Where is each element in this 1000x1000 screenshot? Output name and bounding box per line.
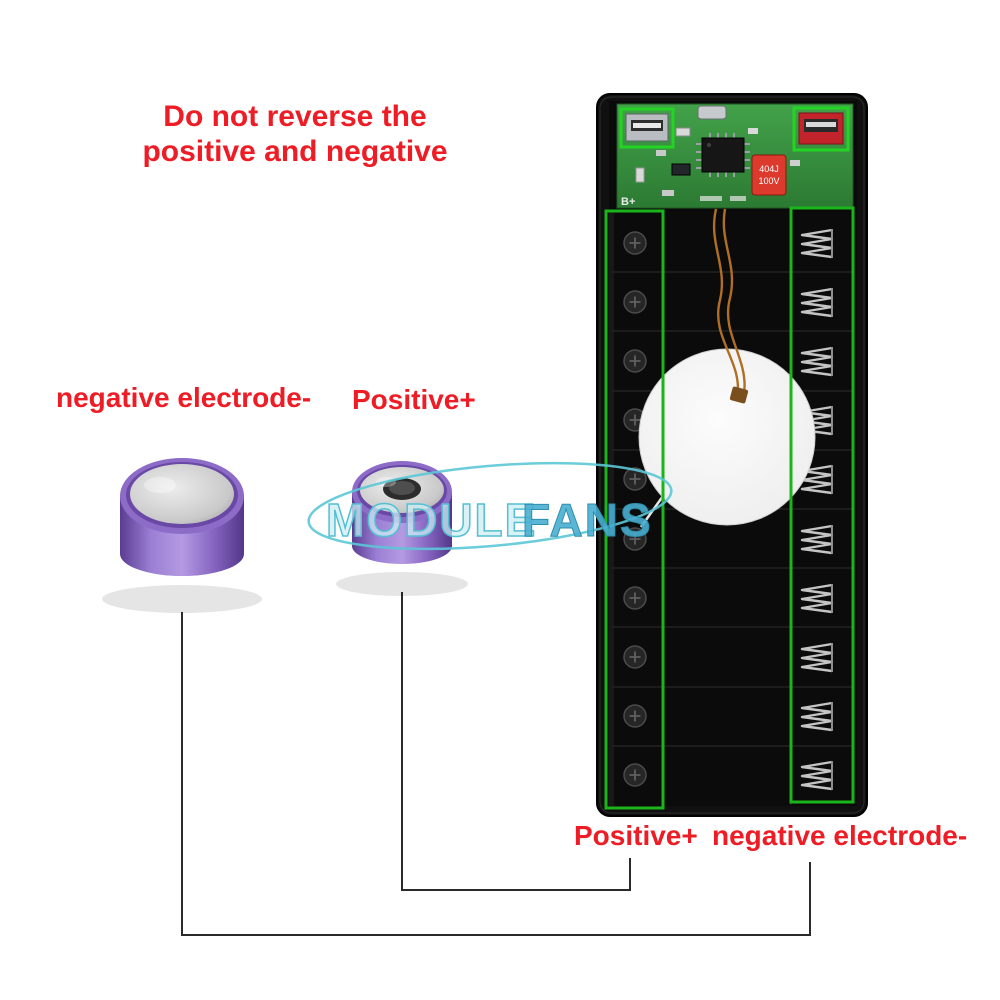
watermark-text-module: MODULE	[326, 494, 537, 546]
pcb-marking: B+	[621, 196, 635, 208]
highlight-negative-column	[789, 206, 855, 804]
capacitor-label-2: 100V	[758, 176, 779, 186]
capacitor: 404J 100V	[751, 154, 787, 196]
label-positive-bottom: Positive+	[574, 820, 698, 851]
watermark-text-fans: FANS	[522, 494, 653, 546]
warning-line-2: positive and negative	[142, 134, 448, 168]
wireless-charging-coil	[638, 208, 816, 528]
negative-terminal-flat	[130, 464, 234, 524]
watermark-swoosh	[307, 461, 673, 551]
label-positive-top: Positive+	[352, 384, 476, 415]
leader-line-positive	[401, 592, 631, 891]
usb-port-left	[619, 107, 675, 149]
usb-left-highlight-box	[619, 107, 675, 149]
highlight-positive-column	[604, 209, 665, 810]
usb-right-highlight-box	[792, 106, 850, 152]
ic-chip	[696, 133, 750, 177]
battery-negative-photo	[102, 458, 262, 613]
warning-line-1: Do not reverse the	[163, 100, 427, 133]
warning-text: Do not reverse the positive and negative	[95, 100, 495, 169]
label-negative-electrode-top: negative electrode-	[56, 382, 312, 413]
power-bank-case: 404J 100V B+	[596, 93, 868, 817]
watermark: MODULE FANS	[307, 461, 673, 551]
capacitor-label-1: 404J	[759, 164, 779, 174]
leader-line-negative	[181, 612, 811, 936]
battery-positive-photo	[336, 461, 468, 596]
micro-usb-port	[697, 105, 727, 120]
label-negative-electrode-bottom: negative electrode-	[712, 820, 968, 851]
usb-port-right	[792, 106, 850, 152]
pcb: 404J 100V B+	[616, 103, 854, 209]
coil-wires	[712, 208, 746, 401]
pcb-small-components	[635, 127, 800, 201]
